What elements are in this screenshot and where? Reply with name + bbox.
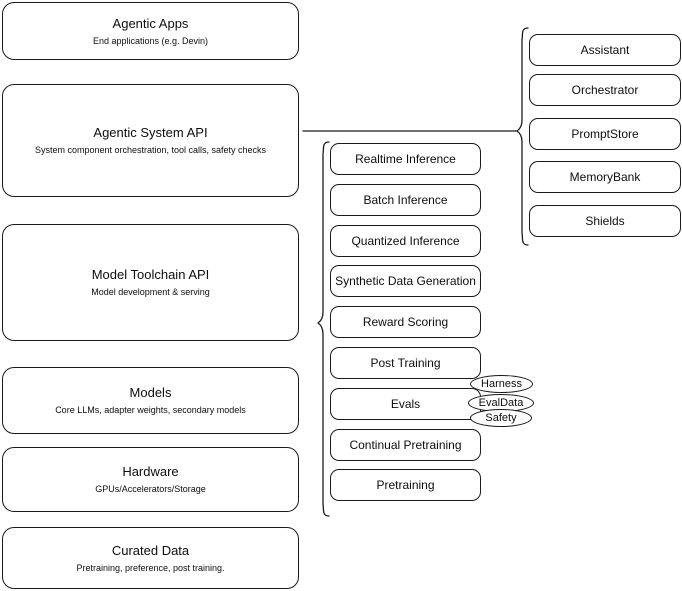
layer-card-agentic-system-api[interactable]: Agentic System API System component orch… xyxy=(2,84,299,197)
agentic-box-memorybank[interactable]: MemoryBank xyxy=(529,161,681,193)
agentic-box-orchestrator[interactable]: Orchestrator xyxy=(529,74,681,106)
layer-subtitle: GPUs/Accelerators/Storage xyxy=(95,484,206,494)
agentic-box-assistant[interactable]: Assistant xyxy=(529,34,681,66)
evals-tag-harness[interactable]: Harness xyxy=(470,375,533,393)
toolchain-box-evals[interactable]: Evals xyxy=(330,388,481,420)
layer-subtitle: Model development & serving xyxy=(91,287,210,297)
layer-subtitle: Core LLMs, adapter weights, secondary mo… xyxy=(55,405,246,415)
brace-agentic-components xyxy=(516,27,529,246)
layer-card-model-toolchain-api[interactable]: Model Toolchain API Model development & … xyxy=(2,224,299,341)
layer-subtitle: End applications (e.g. Devin) xyxy=(92,35,209,46)
toolchain-box-continual-pretraining[interactable]: Continual Pretraining xyxy=(330,429,481,461)
layer-card-curated-data[interactable]: Curated Data Pretraining, preference, po… xyxy=(2,527,299,589)
toolchain-box-pretraining[interactable]: Pretraining xyxy=(330,469,481,501)
toolchain-box-realtime-inference[interactable]: Realtime Inference xyxy=(330,143,481,175)
layer-title: Agentic Apps xyxy=(112,15,189,31)
layer-title: Agentic System API xyxy=(93,125,208,140)
layer-title: Models xyxy=(129,385,172,400)
toolchain-box-reward-scoring[interactable]: Reward Scoring xyxy=(330,306,481,338)
layer-subtitle: Pretraining, preference, post training. xyxy=(76,562,225,573)
layer-title: Curated Data xyxy=(111,542,190,558)
layer-card-agentic-apps[interactable]: Agentic Apps End applications (e.g. Devi… xyxy=(2,2,299,60)
layer-subtitle: System component orchestration, tool cal… xyxy=(34,145,267,155)
layer-title: Hardware xyxy=(122,464,179,479)
brace-toolchain-components xyxy=(317,141,330,517)
layer-card-hardware[interactable]: Hardware GPUs/Accelerators/Storage xyxy=(2,447,299,512)
toolchain-box-quantized-inference[interactable]: Quantized Inference xyxy=(330,225,481,257)
agentic-box-shields[interactable]: Shields xyxy=(529,205,681,237)
layer-card-models[interactable]: Models Core LLMs, adapter weights, secon… xyxy=(2,367,299,434)
evals-tag-safety[interactable]: Safety xyxy=(470,409,532,427)
toolchain-box-batch-inference[interactable]: Batch Inference xyxy=(330,184,481,216)
toolchain-box-synthetic-data-generation[interactable]: Synthetic Data Generation xyxy=(330,265,481,297)
toolchain-box-post-training[interactable]: Post Training xyxy=(330,347,481,379)
layer-title: Model Toolchain API xyxy=(91,267,210,282)
agentic-box-promptstore[interactable]: PromptStore xyxy=(529,118,681,150)
